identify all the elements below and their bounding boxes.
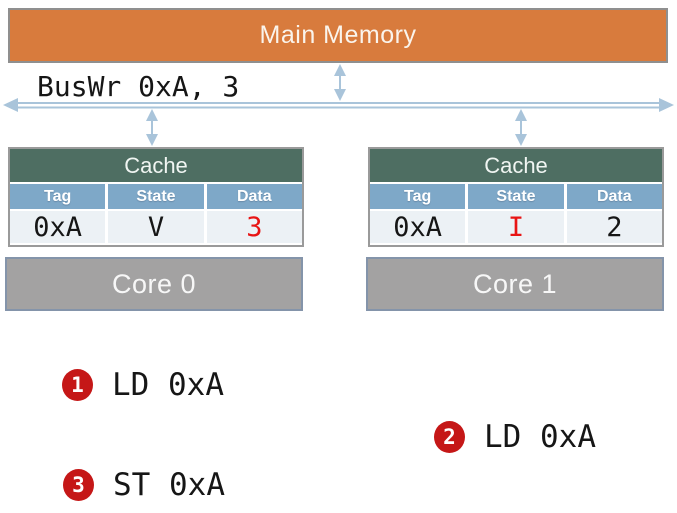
step-1-badge: 1 xyxy=(62,369,93,401)
step-2-label: LD 0xA xyxy=(484,419,596,455)
step-1: 1 LD 0xA xyxy=(62,367,224,403)
column-header-tag: Tag xyxy=(370,184,466,209)
cell-tag-value: 0xA xyxy=(10,211,106,243)
cache-entry-row: 0xA V 3 xyxy=(10,211,302,243)
cell-tag-value: 0xA xyxy=(370,211,466,243)
step-2-badge: 2 xyxy=(434,421,465,453)
cell-data-value: 3 xyxy=(206,211,302,243)
core0-label: Core 0 xyxy=(111,268,197,299)
cache-table-core0: Cache Tag State Data 0xA V 3 xyxy=(8,147,304,247)
bus-arrow-left-icon xyxy=(3,98,18,112)
step-1-label: LD 0xA xyxy=(112,367,224,403)
bus-transaction-label: BusWr 0xA, 3 xyxy=(37,70,240,103)
column-header-state: State xyxy=(108,184,204,209)
core1-label: Core 1 xyxy=(472,268,558,299)
core1-block: Core 1 xyxy=(366,257,664,311)
cache-column-headers: Tag State Data xyxy=(370,184,662,209)
step-3-badge: 3 xyxy=(63,469,94,501)
cell-state-value: V xyxy=(108,211,204,243)
cache-title: Cache xyxy=(370,149,662,182)
cache0-bus-arrow-icon xyxy=(146,109,158,146)
cache-column-headers: Tag State Data xyxy=(10,184,302,209)
step-3: 3 ST 0xA xyxy=(63,467,225,503)
column-header-data: Data xyxy=(206,184,302,209)
cache-title: Cache xyxy=(10,149,302,182)
cache1-bus-arrow-icon xyxy=(515,109,527,146)
main-memory-label: Main Memory xyxy=(259,21,417,49)
step-3-label: ST 0xA xyxy=(113,467,225,503)
bus-arrow-right-icon xyxy=(659,98,674,112)
cache-entry-row: 0xA I 2 xyxy=(370,211,662,243)
memory-bus-arrow-icon xyxy=(334,64,346,101)
core0-block: Core 0 xyxy=(5,257,303,311)
main-memory-block: Main Memory xyxy=(8,8,668,63)
cell-state-value: I xyxy=(468,211,564,243)
cell-data-value: 2 xyxy=(566,211,662,243)
step-2: 2 LD 0xA xyxy=(434,419,596,455)
column-header-data: Data xyxy=(566,184,662,209)
cache-table-core1: Cache Tag State Data 0xA I 2 xyxy=(368,147,664,247)
column-header-tag: Tag xyxy=(10,184,106,209)
column-header-state: State xyxy=(468,184,564,209)
